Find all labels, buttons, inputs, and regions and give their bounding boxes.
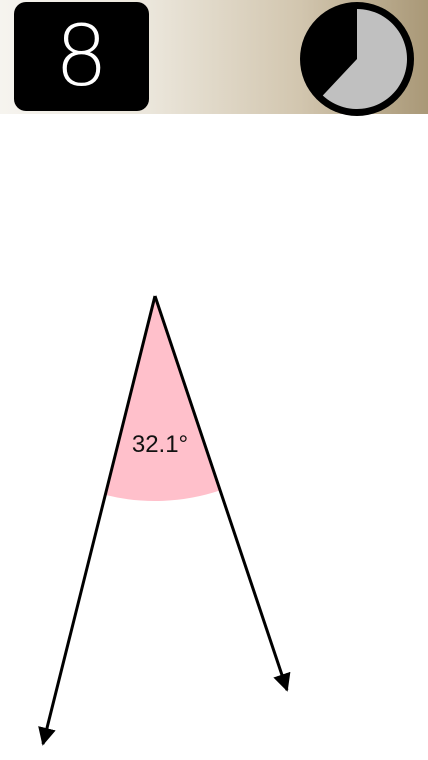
angle-measure-label: 32.1° xyxy=(132,431,188,458)
timer-remaining-wedge xyxy=(322,9,407,110)
level-number: 8 xyxy=(14,2,149,111)
ray-left[interactable] xyxy=(38,295,157,746)
top-bar: 8 xyxy=(0,0,428,116)
angle-puzzle-canvas[interactable]: 32.1° xyxy=(0,114,428,760)
timer-pie-icon xyxy=(300,2,414,116)
ray-right[interactable] xyxy=(153,295,291,692)
angle-sector xyxy=(105,296,221,502)
